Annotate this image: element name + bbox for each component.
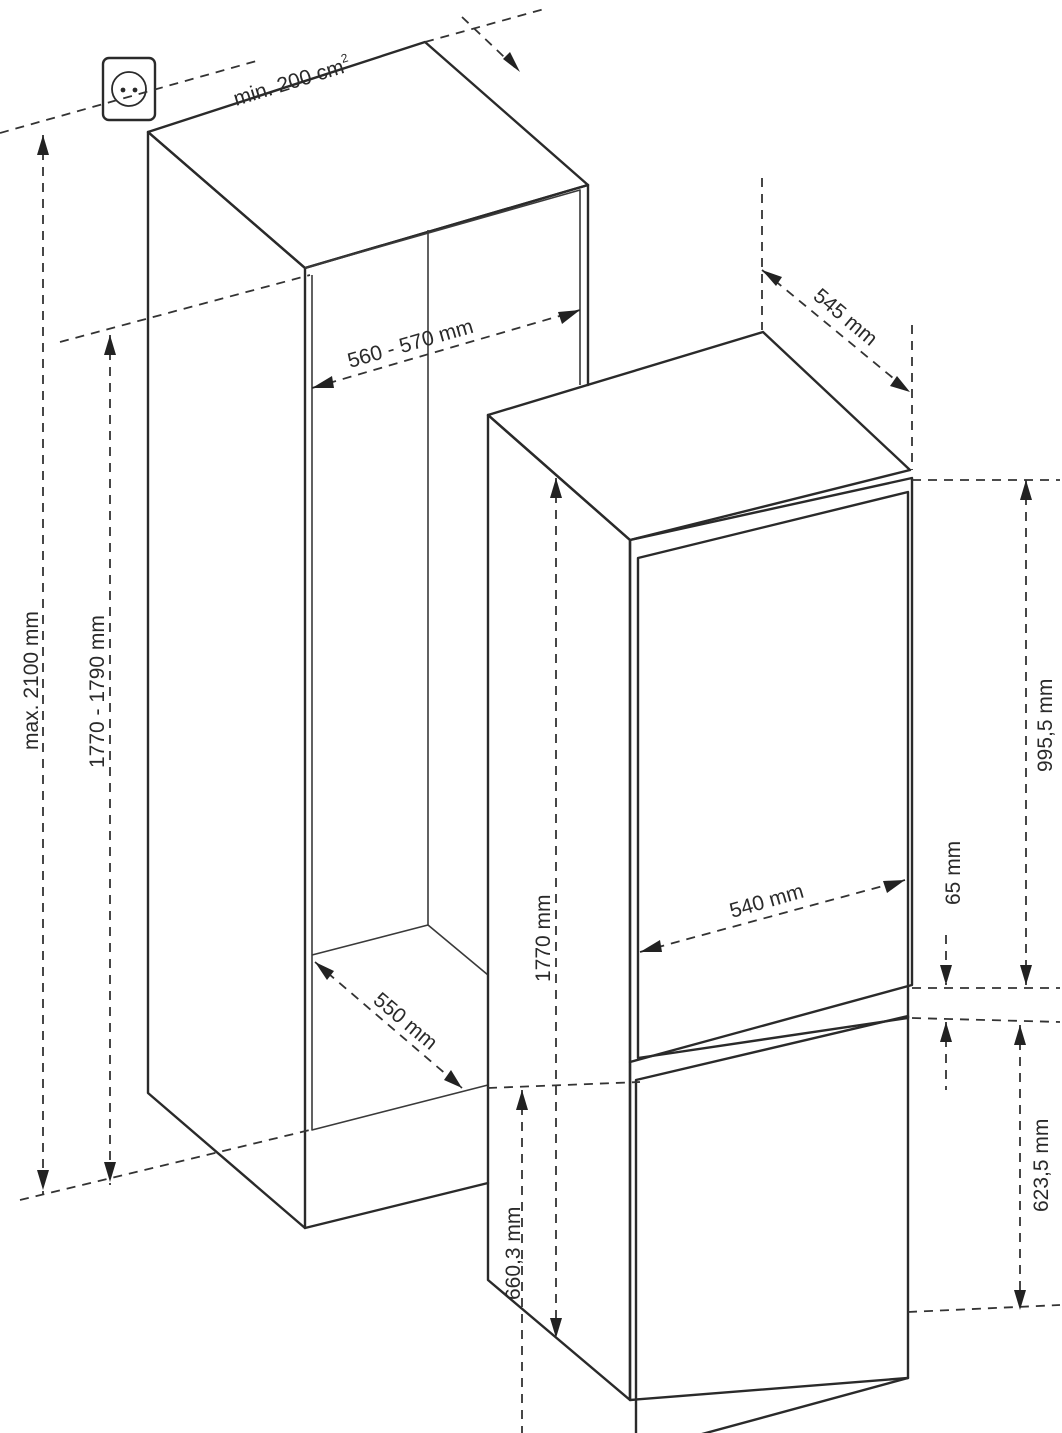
lower-door-bottom-ref (907, 1304, 1061, 1313)
top-ref-line-right (424, 7, 549, 43)
niche-depth-label: 550 mm (369, 988, 442, 1054)
fridge-lower-door (634, 1014, 910, 1433)
niche-front-bottom (303, 1181, 490, 1230)
floor-ref-line (19, 1129, 311, 1201)
niche-height-label: 1770 - 1790 mm (86, 615, 109, 768)
fridge-width-label: 540 mm (727, 880, 806, 923)
top-ref-line-left (0, 59, 261, 134)
lower-left-label: 660,3 mm (502, 1207, 525, 1300)
dimension-lines (0, 7, 1061, 1433)
fridge-width-line (639, 879, 906, 953)
niche-top-ref-line (59, 274, 311, 343)
dimension-labels: min. 200 cm2 560 - 570 mm max. 2100 mm 1… (20, 50, 1057, 1300)
lower-left-top-ref (487, 1081, 641, 1089)
vent-label: min. 200 cm2 (230, 50, 354, 110)
niche-plinth (311, 955, 489, 1131)
fridge-depth-label: 545 mm (809, 284, 882, 350)
fridge-upper-door (636, 490, 910, 1060)
fridge-top-face (486, 330, 912, 542)
upper-door-label: 995,5 mm (1034, 679, 1057, 772)
power-socket-icon (101, 56, 157, 122)
niche-left-side (146, 130, 307, 1230)
arrowheads (37, 52, 1032, 1338)
niche-inner-rim (304, 189, 581, 385)
niche-front-top (303, 183, 590, 387)
fridge-height-label: 1770 mm (532, 894, 555, 982)
fridge-depth-line (761, 269, 911, 393)
niche-top-face (146, 40, 590, 270)
gap-bottom-ref (911, 1017, 1061, 1023)
niche-width-line (311, 309, 581, 389)
gap-label: 65 mm (942, 841, 965, 905)
niche-depth-line (314, 961, 463, 1089)
fridge (486, 330, 914, 1433)
fridge-lower-front (628, 1060, 910, 1402)
max-height-label: max. 2100 mm (20, 611, 43, 750)
niche-inner-floor-back (311, 924, 489, 976)
niche-cabinet (146, 40, 590, 1230)
fridge-upper-front (628, 476, 914, 1064)
lower-door-label: 623,5 mm (1030, 1119, 1053, 1212)
niche-width-label: 560 - 570 mm (345, 315, 476, 373)
